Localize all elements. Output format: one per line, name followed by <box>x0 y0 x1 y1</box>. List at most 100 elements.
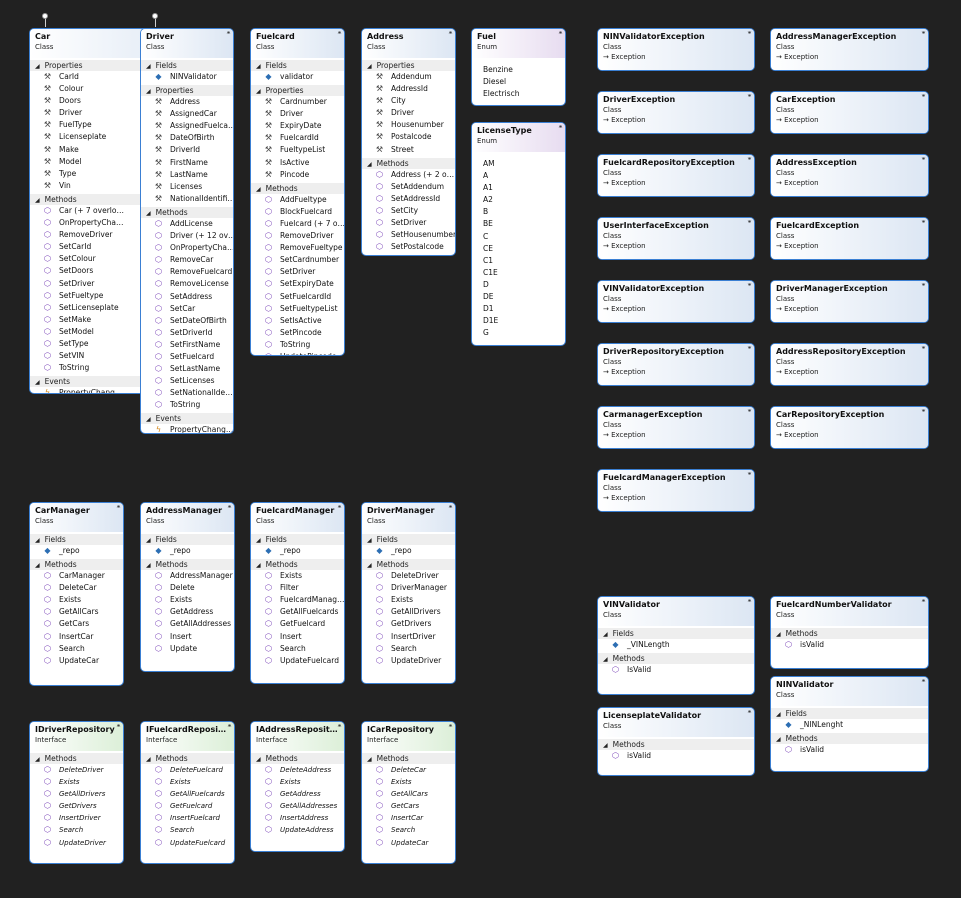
member-row[interactable]: ⬡CarManager <box>30 570 123 582</box>
collapse-triangle-icon[interactable]: ◢ <box>146 537 151 544</box>
member-row[interactable]: ⬡Update <box>141 643 234 655</box>
section-header[interactable]: ◢Fields <box>771 708 928 719</box>
member-row[interactable]: ◆_repo <box>251 545 344 557</box>
collapse-triangle-icon[interactable]: ◢ <box>35 562 40 570</box>
member-row[interactable]: ⬡GetAllAddresses <box>141 618 234 630</box>
member-row[interactable]: ⬡SetCarId <box>30 241 205 253</box>
double-chevron-up-icon[interactable]: ˄˄ <box>558 125 563 134</box>
member-row[interactable]: ⬡AddressManager <box>141 570 234 582</box>
member-row[interactable]: ⚒Addendum <box>362 71 455 83</box>
collapse-triangle-icon[interactable]: ◢ <box>603 631 608 638</box>
enum-literal[interactable]: Benzine <box>483 65 513 74</box>
collapse-triangle-icon[interactable]: ◢ <box>146 416 151 424</box>
member-row[interactable]: ⚒AssignedCar <box>141 108 233 120</box>
member-row[interactable]: ⬡GetDrivers <box>362 618 455 630</box>
enum-literal[interactable]: D1 <box>483 304 494 314</box>
section-header[interactable]: ◢Methods <box>771 628 928 639</box>
member-row[interactable]: ⚒Licenses <box>141 181 233 193</box>
member-row[interactable]: ⬡InsertDriver <box>30 812 123 824</box>
double-chevron-down-icon[interactable]: ˅˅ <box>747 283 752 292</box>
member-row[interactable]: ⬡SetCity <box>362 205 455 217</box>
collapse-triangle-icon[interactable]: ◢ <box>367 756 372 763</box>
double-chevron-up-icon[interactable]: ˄˄ <box>921 599 926 608</box>
member-row[interactable]: ⬡FuelcardManag… <box>251 594 344 606</box>
collapse-triangle-icon[interactable]: ◢ <box>35 63 40 70</box>
collapse-triangle-icon[interactable]: ◢ <box>146 88 151 96</box>
member-row[interactable]: ⬡RemoveLicense <box>141 278 233 290</box>
collapse-triangle-icon[interactable]: ◢ <box>367 562 372 570</box>
member-row[interactable]: ⚒Doors <box>30 95 205 107</box>
member-row[interactable]: ⬡InsertDriver <box>362 631 455 643</box>
section-header[interactable]: ◢Events <box>30 376 205 388</box>
member-row[interactable]: ⚒Licenseplate <box>30 131 205 143</box>
member-row[interactable]: ⚒IsActive <box>251 157 344 169</box>
member-row[interactable]: ⬡GetFuelcard <box>141 800 234 812</box>
member-row[interactable]: ⚒Make <box>30 144 205 156</box>
member-row[interactable]: ⬡SetLicenses <box>141 375 233 387</box>
member-row[interactable]: ⬡UpdateCar <box>362 837 455 849</box>
double-chevron-up-icon[interactable]: ˄˄ <box>227 505 232 514</box>
double-chevron-down-icon[interactable]: ˅˅ <box>921 220 926 229</box>
double-chevron-up-icon[interactable]: ˄˄ <box>337 505 342 514</box>
member-row[interactable]: ⬡SetFueltype <box>30 290 205 302</box>
collapse-triangle-icon[interactable]: ◢ <box>603 742 608 749</box>
member-row[interactable]: ⬡SetDoors <box>30 265 205 277</box>
member-row[interactable]: ⬡UpdateFuelcard <box>251 655 344 667</box>
member-row[interactable]: ◆_NINLenght <box>771 719 928 731</box>
member-row[interactable]: ⚒Driver <box>362 107 455 119</box>
member-row[interactable]: ⬡UpdateDriver <box>362 655 455 667</box>
member-row[interactable]: ◆_repo <box>362 545 455 557</box>
member-row[interactable]: ⬡isValid <box>771 639 928 651</box>
section-header[interactable]: ◢Methods <box>141 206 233 218</box>
member-row[interactable]: ⬡GetAllAddresses <box>251 800 344 812</box>
double-chevron-down-icon[interactable]: ˅˅ <box>747 346 752 355</box>
member-row[interactable]: ⚒FirstName <box>141 157 233 169</box>
member-row[interactable]: ⚒DriverId <box>141 144 233 156</box>
member-row[interactable]: ⚒Postalcode <box>362 131 455 143</box>
member-row[interactable]: ⚒FuelcardId <box>251 132 344 144</box>
section-header[interactable]: ◢Fields <box>141 534 234 545</box>
member-row[interactable]: ⬡DeleteFuelcard <box>141 764 234 776</box>
member-row[interactable]: ⬡Car (+ 7 overlo… <box>30 205 205 217</box>
member-row[interactable]: ◆_repo <box>141 545 234 557</box>
collapse-triangle-icon[interactable]: ◢ <box>146 756 151 763</box>
enum-literal[interactable]: CE <box>483 243 493 253</box>
member-row[interactable]: ⚒City <box>362 95 455 107</box>
double-chevron-up-icon[interactable]: ˄˄ <box>921 679 926 688</box>
member-row[interactable]: ⬡Exists <box>141 776 234 788</box>
member-row[interactable]: ⬡SetStreet <box>362 253 455 255</box>
section-header[interactable]: ◢Properties <box>30 60 205 71</box>
enum-literal[interactable]: G <box>483 328 489 338</box>
section-header[interactable]: ◢Properties <box>141 85 233 97</box>
member-row[interactable]: ⬡SetIsActive <box>251 315 344 327</box>
enum-literal[interactable]: D1E <box>483 316 499 326</box>
member-row[interactable]: ⬡InsertCar <box>30 631 123 643</box>
member-row[interactable]: ⚒Driver <box>30 107 205 119</box>
member-row[interactable]: ⬡GetCars <box>30 618 123 630</box>
enum-literal[interactable]: AM <box>483 159 495 168</box>
member-row[interactable]: ⬡GetAllDrivers <box>362 606 455 618</box>
member-row[interactable]: ⬡InsertAddress <box>251 812 344 824</box>
section-header[interactable]: ◢Methods <box>598 653 754 665</box>
section-header[interactable]: ◢Fields <box>598 628 754 639</box>
collapse-triangle-icon[interactable]: ◢ <box>256 537 261 544</box>
member-row[interactable]: ⬡DeleteCar <box>30 582 123 594</box>
box-header[interactable]: IFuelcardReposi…Interface˄˄ <box>141 722 234 751</box>
member-row[interactable]: ⬡DeleteDriver <box>30 764 123 776</box>
member-row[interactable]: ⬡UpdateDriver <box>30 837 123 849</box>
member-row[interactable]: ⚒Model <box>30 156 205 168</box>
member-row[interactable]: ⬡Exists <box>362 594 455 606</box>
member-row[interactable]: ⬡GetAllFuelcards <box>141 788 234 800</box>
enum-literal[interactable]: D <box>483 279 489 289</box>
member-row[interactable]: ⬡Exists <box>251 776 344 788</box>
section-header[interactable]: ◢Properties <box>362 60 455 71</box>
member-row[interactable]: ⚒Housenumber <box>362 119 455 131</box>
